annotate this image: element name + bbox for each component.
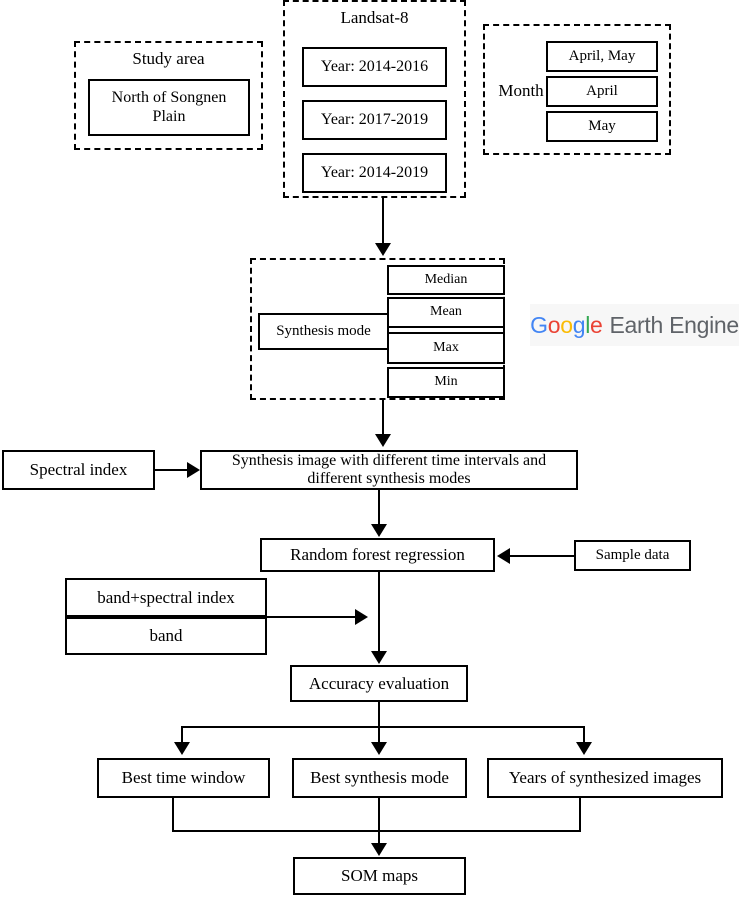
earth-engine-wordmark: Earth Engine [609, 311, 740, 338]
arrowhead-to-years-synthesized [576, 742, 592, 755]
best-synthesis-mode-node[interactable]: Best synthesis mode [292, 758, 467, 798]
arrowhead-randomforest-to-accuracy [371, 651, 387, 664]
google-wordmark: Google [530, 311, 603, 338]
connector-accuracy-branch-left [181, 726, 183, 744]
study-area-group-label: Study area [132, 49, 205, 68]
arrowhead-synthesis-to-image [375, 434, 391, 447]
random-forest-regression-node[interactable]: Random forest regression [260, 538, 495, 572]
sample-data-node[interactable]: Sample data [574, 540, 691, 571]
synthesis-mode-item-max[interactable]: Max [387, 332, 505, 364]
spectral-index-node[interactable]: Spectral index [2, 450, 155, 490]
accuracy-evaluation-node[interactable]: Accuracy evaluation [290, 665, 468, 702]
landsat-group-label: Landsat-8 [340, 8, 409, 27]
landsat-item-year-2014-2016[interactable]: Year: 2014-2016 [302, 47, 447, 87]
som-maps-node[interactable]: SOM maps [293, 857, 466, 895]
month-item-april-may[interactable]: April, May [546, 41, 658, 72]
years-of-synthesized-images-node[interactable]: Years of synthesized images [487, 758, 723, 798]
landsat-item-year-2017-2019[interactable]: Year: 2017-2019 [302, 100, 447, 140]
connector-landsat-to-synthesis [382, 198, 384, 246]
study-area-item-north-of-songnen-plain[interactable]: North of Songnen Plain [88, 79, 250, 136]
arrowhead-to-best-synthesis-mode [371, 742, 387, 755]
connector-synthesis-to-image [382, 400, 384, 436]
arrowhead-landsat-to-synthesis [375, 243, 391, 256]
connector-band-to-trunk [267, 616, 361, 618]
connector-besttime-down [172, 798, 174, 832]
synthesis-mode-item-median[interactable]: Median [387, 265, 505, 295]
connector-spectral-to-image [155, 469, 193, 471]
landsat-item-year-2014-2019[interactable]: Year: 2014-2019 [302, 153, 447, 193]
arrowhead-to-best-time-window [174, 742, 190, 755]
synthesis-image-node[interactable]: Synthesis image with different time inte… [200, 450, 578, 490]
connector-merge-bus [172, 830, 581, 832]
arrowhead-image-to-randomforest [371, 524, 387, 537]
band-plus-spectral-index-node[interactable]: band+spectral index [65, 578, 267, 617]
connector-accuracy-split-bus [181, 726, 585, 728]
month-group-label: Month [498, 81, 544, 100]
synthesis-mode-item-min[interactable]: Min [387, 367, 505, 398]
arrowhead-merge-to-som [371, 843, 387, 856]
synthesis-mode-item-mean[interactable]: Mean [387, 297, 505, 328]
connector-randomforest-to-accuracy [378, 572, 380, 653]
best-time-window-node[interactable]: Best time window [97, 758, 270, 798]
synthesis-mode-label-box[interactable]: Synthesis mode [258, 313, 389, 350]
google-earth-engine-logo: Google Earth Engine [530, 304, 739, 346]
arrowhead-sampledata-to-randomforest [497, 548, 510, 564]
arrowhead-band-to-trunk [355, 609, 368, 625]
month-item-april[interactable]: April [546, 76, 658, 107]
connector-accuracy-branch-right [583, 726, 585, 744]
band-node[interactable]: band [65, 617, 267, 655]
connector-merge-to-som [378, 798, 380, 852]
connector-image-to-randomforest [378, 490, 380, 526]
month-item-may[interactable]: May [546, 111, 658, 142]
connector-years-down [579, 798, 581, 832]
connector-sampledata-to-randomforest [510, 555, 574, 557]
arrowhead-spectral-to-image [187, 462, 200, 478]
